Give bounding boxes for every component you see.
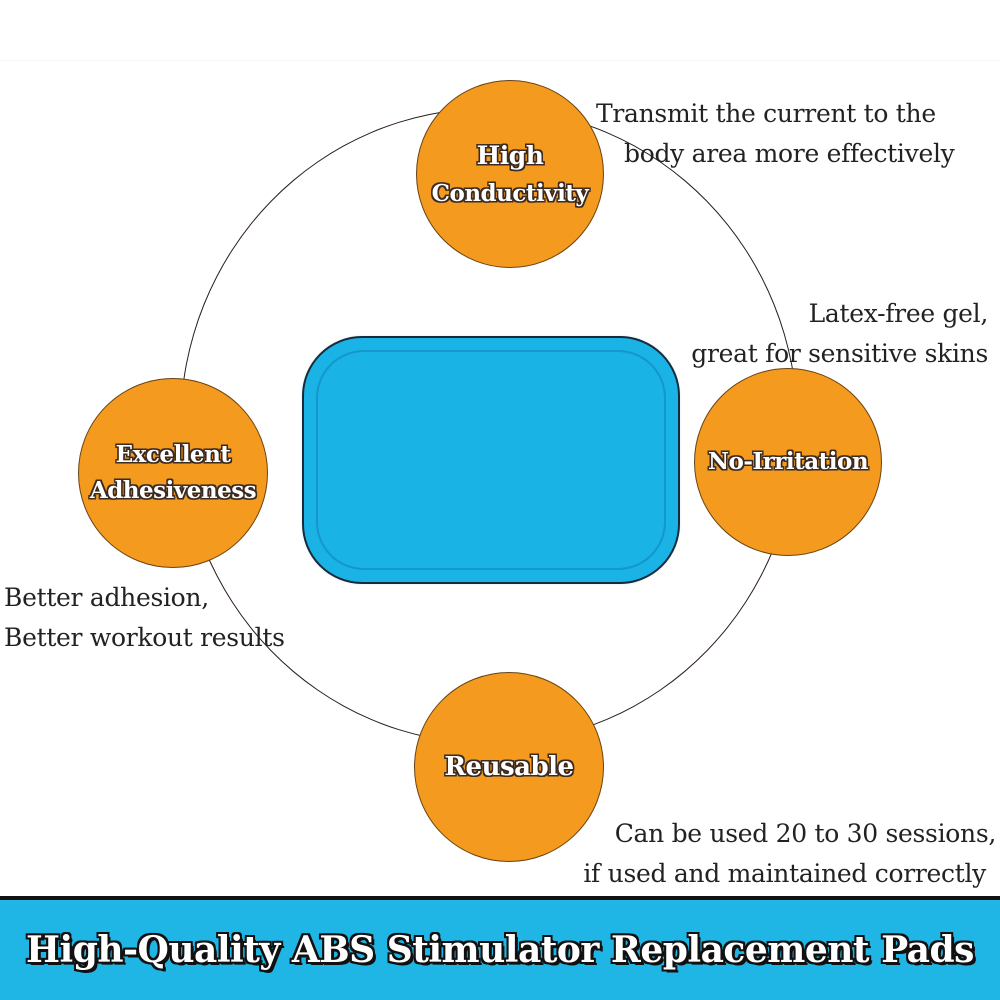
banner-title: High-Quality ABS Stimulator Replacement … [26, 929, 974, 971]
feature-circle-high-conductivity: High Conductivity [416, 80, 604, 268]
gel-pad-inner-edge [316, 350, 666, 570]
feature-description-excellent-adhesiveness: Better adhesion, Better workout results [4, 583, 285, 652]
feature-circle-reusable: Reusable [414, 672, 604, 862]
feature-label: No-Irritation [707, 448, 869, 476]
feature-description-high-conductivity: Transmit the current to the body area mo… [596, 99, 955, 168]
bottom-banner: High-Quality ABS Stimulator Replacement … [0, 896, 1000, 1000]
feature-label: Reusable [444, 751, 574, 782]
top-whitespace [0, 0, 1000, 61]
feature-description-no-irritation: Latex-free gel, great for sensitive skin… [691, 299, 988, 368]
feature-label: High [476, 140, 544, 170]
feature-circle-no-irritation: No-Irritation [694, 368, 882, 556]
feature-circle-excellent-adhesiveness: Excellent Adhesiveness [78, 378, 268, 568]
feature-label: Adhesiveness [89, 477, 257, 504]
gel-pad-image [302, 336, 680, 584]
feature-description-reusable: Can be used 20 to 30 sessions, if used a… [583, 819, 996, 888]
feature-label: Excellent [115, 441, 231, 469]
feature-label: Conductivity [431, 179, 589, 207]
